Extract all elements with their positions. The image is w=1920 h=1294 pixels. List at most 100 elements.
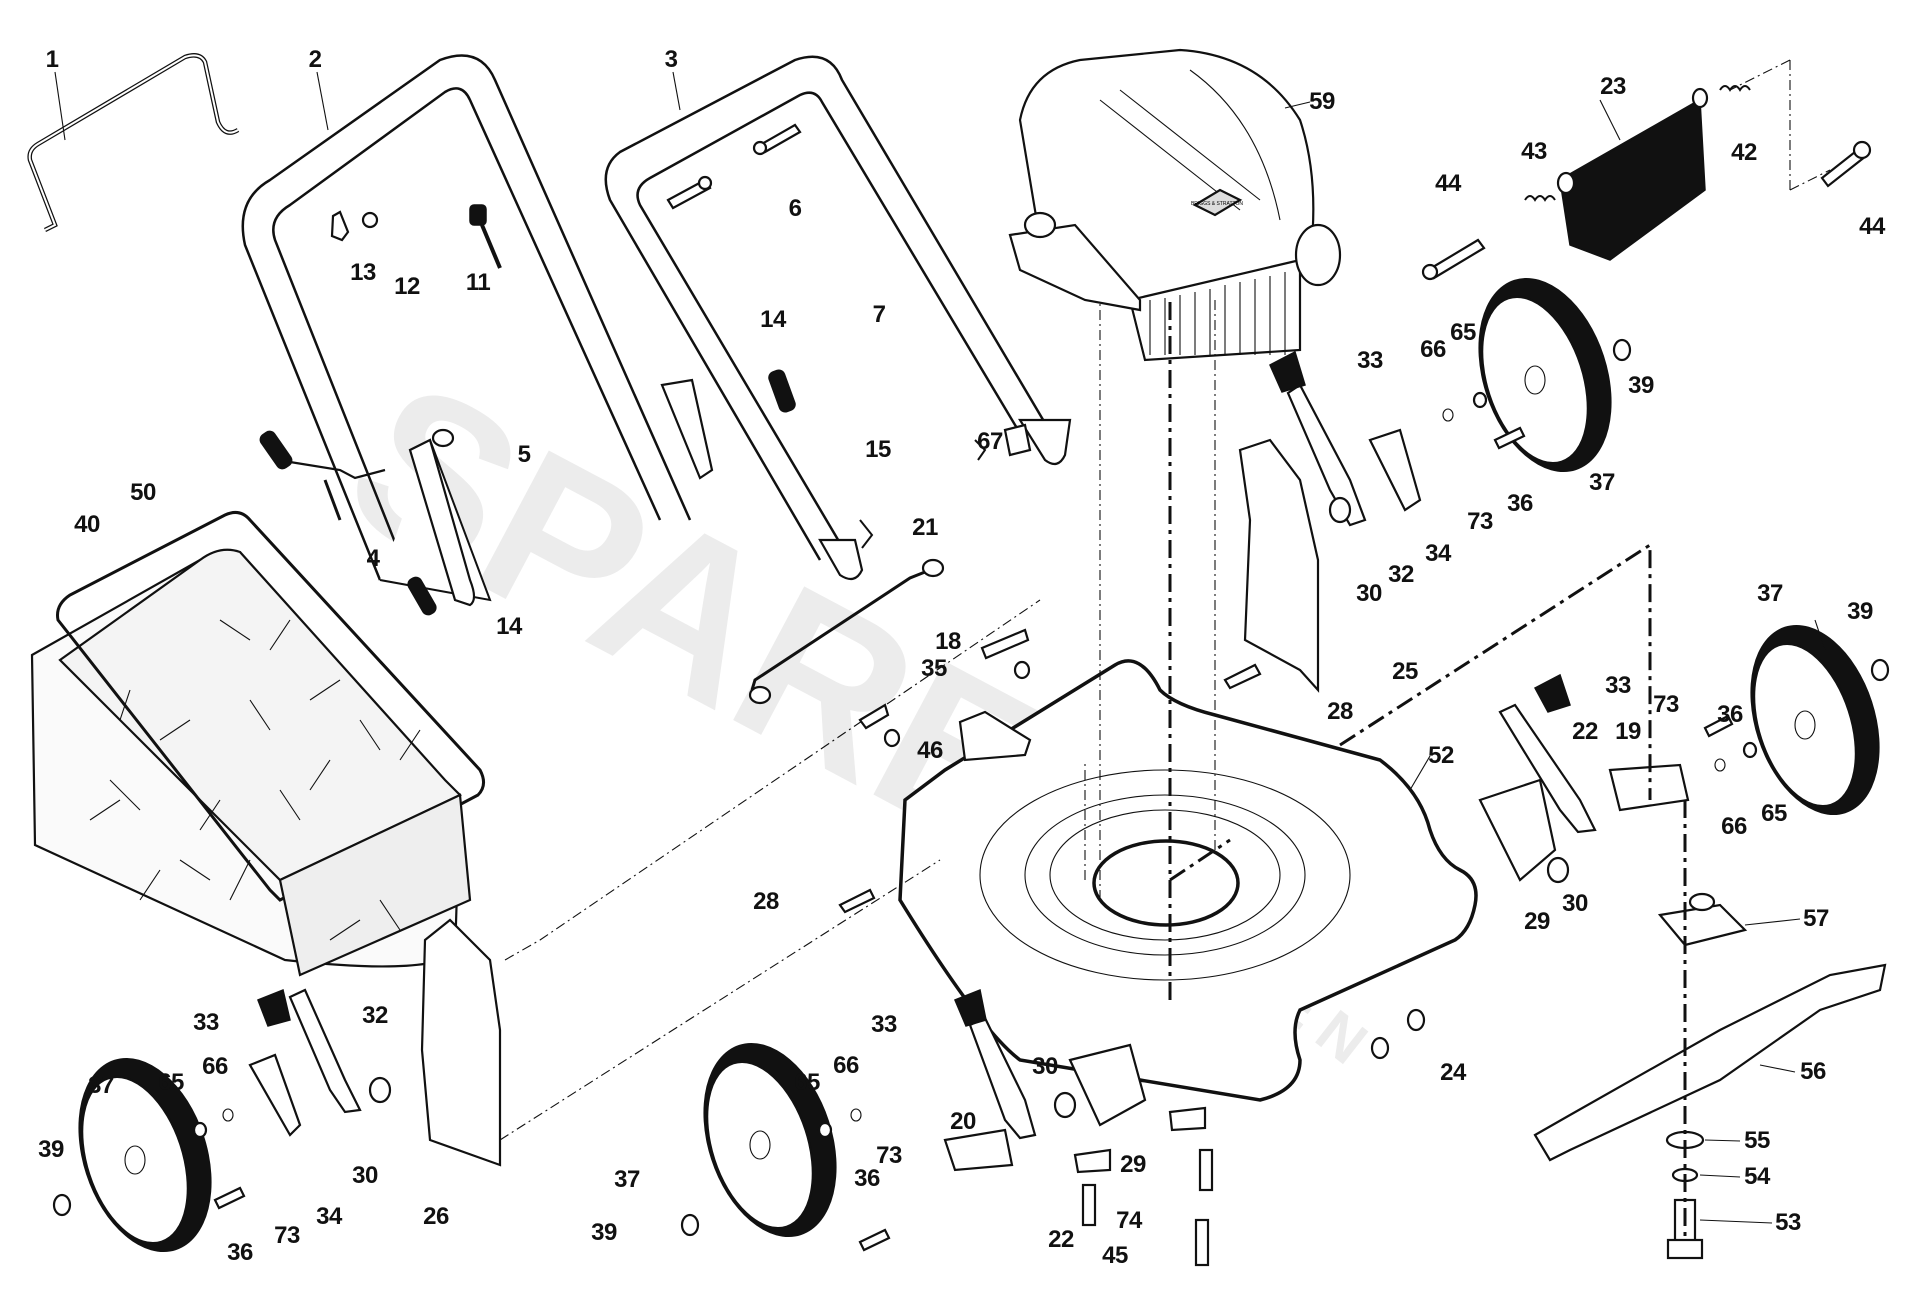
callout-44-left: 44 [1435, 170, 1461, 197]
nut-35b [883, 728, 901, 748]
plate-19 [1608, 763, 1690, 812]
callout-42: 42 [1731, 139, 1757, 166]
callout-15: 15 [865, 436, 891, 463]
wheel-37a [1478, 277, 1612, 473]
plate-34b [248, 1053, 302, 1137]
handle-bracket-25 [1238, 438, 1320, 693]
callout-23: 23 [1600, 73, 1626, 100]
callout-39-c: 39 [38, 1136, 64, 1163]
callout-22-bottom: 22 [1048, 1226, 1074, 1253]
engine: BRIGGS & STRATTON [1008, 48, 1342, 362]
callout-37-a: 37 [1589, 469, 1615, 496]
callout-73-a: 73 [1467, 508, 1493, 535]
lever-knob-33c [257, 988, 291, 1027]
callout-45: 45 [1102, 1242, 1128, 1269]
callout-14-lower: 14 [496, 613, 522, 640]
callout-3: 3 [664, 46, 678, 73]
callout-32-b: 32 [362, 1002, 388, 1029]
nut-5 [431, 428, 455, 448]
callout-57: 57 [1803, 905, 1829, 932]
callout-5: 5 [517, 441, 531, 468]
callout-39-b: 39 [1847, 598, 1873, 625]
callout-18: 18 [935, 628, 961, 655]
spring-43 [1524, 195, 1556, 202]
callout-40: 40 [74, 511, 100, 538]
callout-59: 59 [1309, 88, 1335, 115]
callout-13: 13 [350, 259, 376, 286]
bolt-45a [1081, 1183, 1097, 1227]
callout-29-right: 29 [1524, 908, 1550, 935]
bolt-28b [838, 888, 876, 914]
lever-knob-33d [954, 988, 987, 1027]
bolt-45b [1198, 1148, 1214, 1192]
callout-29-bottom: 29 [1120, 1151, 1146, 1178]
upper-handle [241, 54, 692, 607]
callout-36-b: 36 [1717, 701, 1743, 728]
callout-12: 12 [394, 273, 420, 300]
knob-4 [259, 430, 293, 470]
callout-52: 52 [1428, 742, 1454, 769]
clip-74b [1168, 1106, 1207, 1132]
callout-22-right: 22 [1572, 718, 1598, 745]
spacer-30b [1546, 856, 1570, 884]
callout-30-d: 30 [1032, 1053, 1058, 1080]
callout-65-d: 65 [794, 1069, 820, 1096]
callout-30-a: 30 [1356, 580, 1382, 607]
grass-bag [30, 510, 485, 977]
callout-36-a: 36 [1507, 490, 1533, 517]
callout-14-upper: 14 [760, 306, 786, 333]
callout-73-d: 73 [876, 1142, 902, 1169]
blade-56 [1533, 963, 1887, 1162]
callout-6: 6 [788, 195, 802, 222]
callout-46: 46 [917, 737, 943, 764]
cable-clip-13 [330, 210, 350, 242]
rod-21 [750, 568, 931, 691]
callout-7: 7 [872, 301, 886, 328]
callout-1: 1 [45, 46, 59, 73]
callout-21: 21 [912, 514, 938, 541]
callout-33-a: 33 [1357, 347, 1383, 374]
callout-67: 67 [977, 428, 1003, 455]
spacer-30d [1053, 1091, 1077, 1119]
lower-handle [604, 55, 1072, 581]
callout-33-d: 33 [871, 1011, 897, 1038]
spring-42 [1719, 85, 1751, 92]
callout-44-right: 44 [1859, 213, 1885, 240]
handle-bracket-26 [420, 918, 502, 1167]
callout-74: 74 [1116, 1207, 1142, 1234]
callout-24: 24 [1440, 1059, 1466, 1086]
callout-65-a: 65 [1450, 319, 1476, 346]
bolt-28a [1223, 663, 1262, 690]
callout-65-b: 65 [1761, 800, 1787, 827]
clip-74a [1073, 1148, 1112, 1174]
callout-36-d: 36 [854, 1165, 880, 1192]
cable-11 [469, 204, 487, 226]
callout-34-b: 34 [316, 1203, 342, 1230]
callout-33-b: 33 [1605, 672, 1631, 699]
callout-39-a: 39 [1628, 372, 1654, 399]
callout-37-d: 37 [614, 1166, 640, 1193]
callout-11: 11 [465, 269, 491, 296]
callout-2: 2 [308, 46, 322, 73]
bolt-18b [858, 703, 890, 730]
deck [898, 300, 1478, 1102]
spacer-30a [1328, 496, 1352, 524]
callout-28-right: 28 [1327, 698, 1353, 725]
deflector-46 [958, 710, 1032, 762]
callout-30-c: 30 [352, 1162, 378, 1189]
wheel-37d [703, 1042, 837, 1238]
callout-43: 43 [1521, 138, 1547, 165]
control-bail [27, 53, 240, 233]
callout-66-d: 66 [833, 1052, 859, 1079]
wheel-37c [78, 1057, 212, 1253]
callout-66-b: 66 [1721, 813, 1747, 840]
callout-66-a: 66 [1420, 336, 1446, 363]
callout-19: 19 [1615, 718, 1641, 745]
callout-73-b: 73 [1653, 691, 1679, 718]
nut-35a [1013, 660, 1031, 680]
callout-54: 54 [1744, 1163, 1770, 1190]
callout-32-a: 32 [1388, 561, 1414, 588]
callout-37-c: 37 [88, 1072, 114, 1099]
callout-33-c: 33 [193, 1009, 219, 1036]
